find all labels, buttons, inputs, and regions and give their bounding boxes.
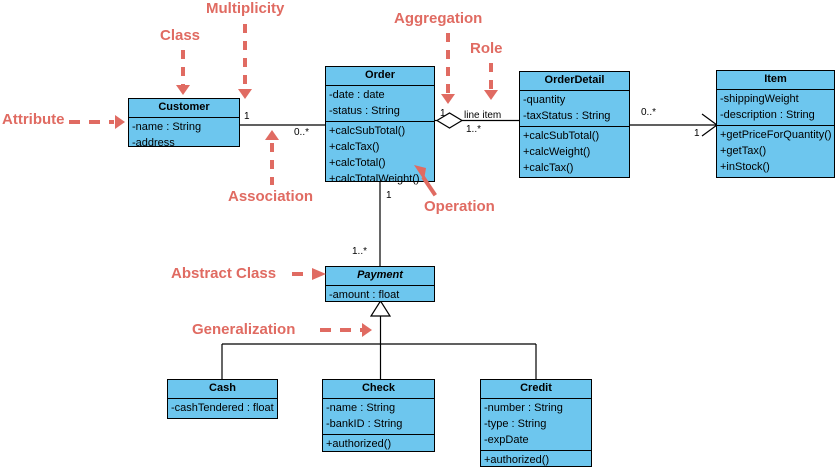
attribute-compartment-orderdetail: -quantity -taxStatus : String — [520, 91, 629, 127]
annotation-arrowhead-aggregation — [441, 94, 455, 104]
operation-item: +calcTotalWeight() — [329, 173, 420, 185]
operation-item: +calcWeight() — [523, 146, 591, 158]
multiplicity-order-orderdetail-target: 1..* — [466, 124, 482, 135]
attribute-item: -date : date — [329, 89, 385, 101]
operation-item: +getTax() — [720, 145, 767, 157]
operation-compartment-orderdetail: +calcSubTotal() +calcWeight() +calcTax() — [520, 127, 629, 178]
annotation-leader-aggregation — [446, 33, 450, 95]
annotation-leader-attribute — [69, 120, 114, 124]
attribute-item: -bankID : String — [326, 418, 403, 430]
annotation-leader-generalization — [320, 328, 362, 332]
annotation-arrowhead-multiplicity — [238, 89, 252, 99]
attribute-item: -number : String — [484, 402, 563, 414]
annotation-arrowhead-attribute — [115, 115, 125, 129]
annotation-label-multiplicity: Multiplicity — [206, 0, 285, 17]
attribute-item: -taxStatus : String — [523, 110, 611, 122]
annotation-label-generalization: Generalization — [192, 321, 296, 338]
annotation-leader-role — [489, 63, 493, 91]
annotation-leader-class — [181, 50, 185, 86]
annotation-leader-multiplicity — [243, 24, 247, 90]
class-name-check: Check — [323, 380, 434, 399]
annotation-leader-association — [270, 143, 274, 185]
class-box-payment[interactable]: Payment -amount : float — [325, 266, 435, 302]
operation-item: +authorized() — [484, 454, 550, 466]
class-name-orderdetail: OrderDetail — [520, 72, 629, 91]
attribute-compartment-customer: -name : String -address — [129, 118, 239, 153]
operation-item: +calcSubTotal() — [523, 130, 600, 142]
annotation-arrowhead-association — [265, 130, 279, 140]
class-name-order: Order — [326, 67, 434, 86]
operation-item: +calcSubTotal() — [329, 125, 406, 137]
class-box-orderdetail[interactable]: OrderDetail -quantity -taxStatus : Strin… — [519, 71, 630, 178]
multiplicity-orderdetail-item-target: 1 — [694, 128, 700, 139]
open-arrowhead-item — [701, 113, 719, 137]
multiplicity-customer-order-source: 1 — [244, 111, 250, 122]
attribute-compartment-check: -name : String -bankID : String — [323, 399, 434, 435]
annotation-label-association: Association — [228, 188, 314, 205]
multiplicity-customer-order-target: 0..* — [294, 127, 310, 138]
operation-compartment-credit: +authorized() — [481, 451, 591, 467]
operation-item: +inStock() — [720, 161, 770, 173]
annotation-label-abstract-class: Abstract Class — [171, 265, 277, 282]
class-name-credit: Credit — [481, 380, 591, 399]
attribute-item: -description : String — [720, 109, 815, 121]
annotation-arrowhead-generalization — [362, 323, 372, 337]
operation-item: +authorized() — [326, 438, 392, 450]
annotation-label-aggregation: Aggregation — [394, 10, 483, 27]
annotation-label-operation: Operation — [424, 198, 495, 215]
multiplicity-order-orderdetail-source: 1 — [440, 108, 446, 119]
annotation-arrowhead-class — [176, 85, 190, 95]
multiplicity-order-payment-target: 1..* — [352, 246, 368, 257]
attribute-compartment-credit: -number : String -type : String -expDate — [481, 399, 591, 451]
attribute-item: -expDate — [484, 434, 529, 446]
attribute-compartment-payment: -amount : float — [326, 286, 434, 305]
attribute-item: -name : String — [132, 121, 202, 133]
attribute-item: -shippingWeight — [720, 93, 799, 105]
class-name-item: Item — [717, 71, 834, 90]
class-box-cash[interactable]: Cash -cashTendered : float — [167, 379, 278, 419]
attribute-item: -amount : float — [329, 289, 400, 301]
attribute-compartment-cash: -cashTendered : float — [168, 399, 277, 418]
class-name-customer: Customer — [129, 99, 239, 118]
class-box-check[interactable]: Check -name : String -bankID : String +a… — [322, 379, 435, 452]
operation-item: +calcTax() — [329, 141, 380, 153]
attribute-compartment-item: -shippingWeight -description : String — [717, 90, 834, 126]
annotation-label-class: Class — [160, 27, 201, 44]
class-box-credit[interactable]: Credit -number : String -type : String -… — [480, 379, 592, 467]
attribute-item: -cashTendered : float — [171, 402, 274, 414]
class-box-customer[interactable]: Customer -name : String -address — [128, 98, 240, 149]
operation-item: +calcTax() — [523, 162, 574, 174]
operation-item: +getPriceForQuantity() — [720, 129, 832, 141]
multiplicity-order-payment-source: 1 — [386, 190, 392, 201]
annotation-leader-abstract-class — [292, 272, 316, 276]
annotation-arrowhead-role — [484, 90, 498, 100]
attribute-compartment-order: -date : date -status : String — [326, 86, 434, 122]
attribute-item: -type : String — [484, 418, 547, 430]
class-box-item[interactable]: Item -shippingWeight -description : Stri… — [716, 70, 835, 178]
operation-compartment-item: +getPriceForQuantity() +getTax() +inStoc… — [717, 126, 834, 177]
attribute-item: -status : String — [329, 105, 400, 117]
operation-compartment-order: +calcSubTotal() +calcTax() +calcTotal() … — [326, 122, 434, 189]
class-name-payment: Payment — [326, 267, 434, 286]
attribute-item: -name : String — [326, 402, 396, 414]
role-label-line-item: line item — [464, 110, 502, 121]
attribute-item: -address — [132, 137, 175, 149]
operation-item: +calcTotal() — [329, 157, 386, 169]
annotation-label-role: Role — [470, 40, 503, 57]
multiplicity-orderdetail-item-source: 0..* — [641, 107, 657, 118]
class-box-order[interactable]: Order -date : date -status : String +cal… — [325, 66, 435, 185]
annotation-label-attribute: Attribute — [2, 111, 65, 128]
operation-compartment-check: +authorized() — [323, 435, 434, 454]
attribute-item: -quantity — [523, 94, 566, 106]
class-name-cash: Cash — [168, 380, 277, 399]
